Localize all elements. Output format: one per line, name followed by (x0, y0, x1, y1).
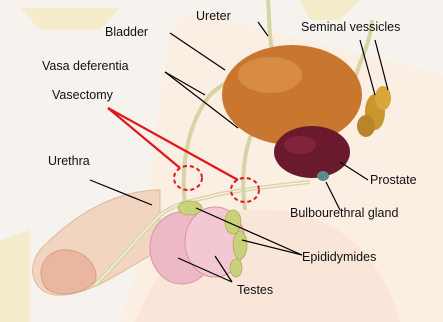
label-epididymides: Epididymides (302, 250, 376, 264)
label-seminal-vesicles: Seminal vessicles (301, 20, 400, 34)
label-bulbourethral-gland: Bulbourethral gland (290, 206, 398, 220)
label-vasectomy: Vasectomy (52, 88, 114, 102)
label-vasa-deferentia: Vasa deferentia (42, 59, 129, 73)
label-ureter: Ureter (196, 9, 231, 23)
label-urethra: Urethra (48, 154, 90, 168)
prostate-organ (274, 126, 350, 178)
label-prostate: Prostate (370, 173, 417, 187)
bulbourethral-gland-organ (317, 171, 329, 181)
label-testes: Testes (237, 283, 273, 297)
label-bladder: Bladder (105, 25, 148, 39)
